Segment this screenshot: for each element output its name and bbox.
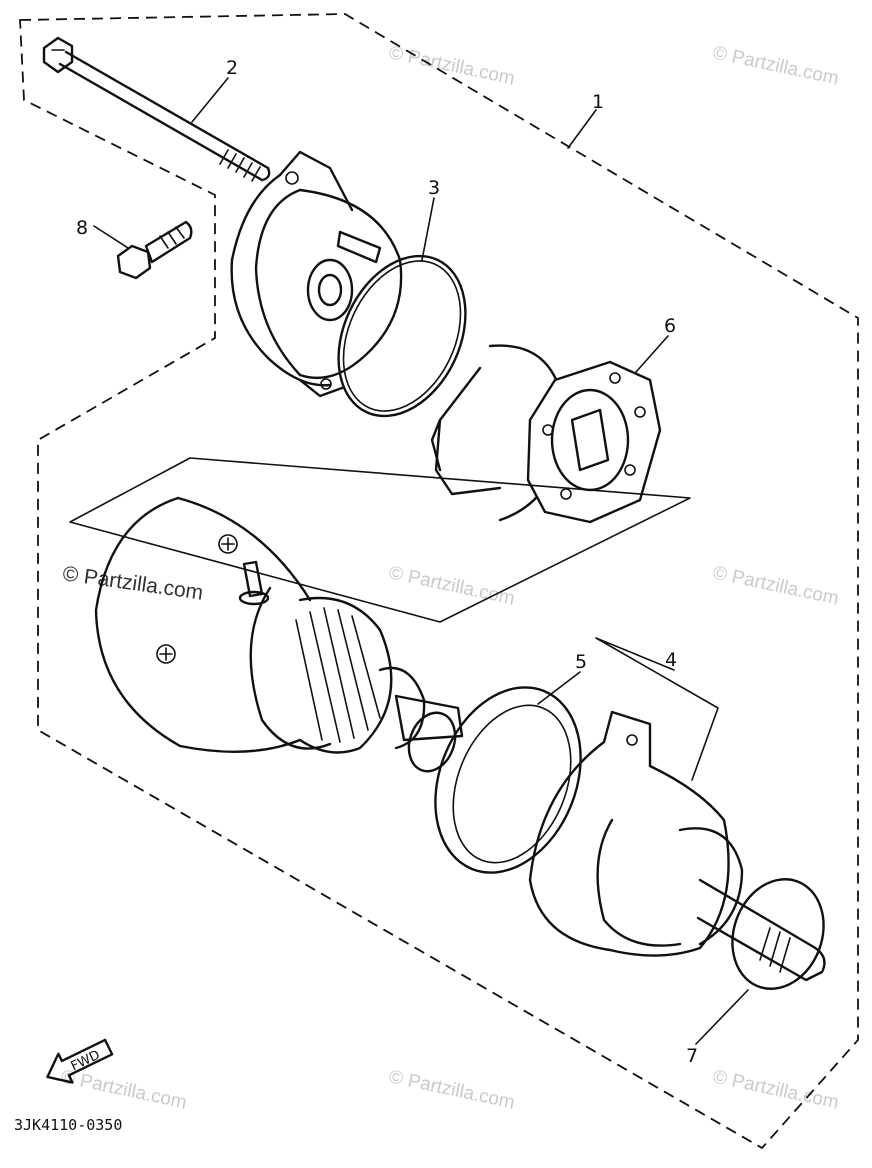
watermark-prominent: © Partzilla.com xyxy=(61,562,204,604)
watermark: © Partzilla.com xyxy=(711,42,841,89)
o-ring-large xyxy=(337,254,467,418)
front-cover xyxy=(528,710,826,982)
callout-2: 2 xyxy=(226,57,238,79)
watermark: © Partzilla.com xyxy=(387,562,517,609)
motor-yoke xyxy=(94,496,464,754)
leader-6 xyxy=(635,335,669,373)
leader-5 xyxy=(537,671,581,705)
callout-8: 8 xyxy=(76,217,88,239)
arrow-icon xyxy=(46,1038,114,1084)
watermark: © Partzilla.com xyxy=(387,42,517,89)
leader-7 xyxy=(695,989,749,1045)
leader-2 xyxy=(191,77,229,123)
watermark: © Partzilla.com xyxy=(711,1066,841,1113)
subassembly-outline xyxy=(69,457,691,623)
watermark: © Partzilla.com xyxy=(387,1066,517,1113)
end-cover xyxy=(230,150,403,398)
watermark: © Partzilla.com xyxy=(711,562,841,609)
callout-7: 7 xyxy=(686,1045,698,1067)
leader-lines xyxy=(93,77,749,1045)
callout-6: 6 xyxy=(664,315,676,337)
assembly-boundary xyxy=(19,13,859,1150)
gasket xyxy=(434,686,582,874)
callout-1: 1 xyxy=(592,91,604,113)
watermark: © Partzilla.com xyxy=(59,1066,189,1113)
callout-4: 4 xyxy=(665,649,677,671)
callout-3: 3 xyxy=(428,177,440,199)
leader-8 xyxy=(93,225,129,249)
callouts: 1 2 3 4 5 6 7 8 xyxy=(76,57,698,1067)
leader-1 xyxy=(567,109,597,149)
watermark-layer: © Partzilla.com © Partzilla.com © Partzi… xyxy=(59,42,841,1113)
leader-3 xyxy=(421,197,435,261)
circlip xyxy=(731,878,825,990)
through-bolt xyxy=(42,36,271,182)
leader-4 xyxy=(595,637,719,781)
callout-5: 5 xyxy=(575,651,587,673)
o-ring-small xyxy=(407,711,457,773)
drawing-code: 3JK4110-0350 xyxy=(14,1116,122,1134)
small-bolt xyxy=(116,220,193,280)
brush-plate xyxy=(430,344,662,524)
